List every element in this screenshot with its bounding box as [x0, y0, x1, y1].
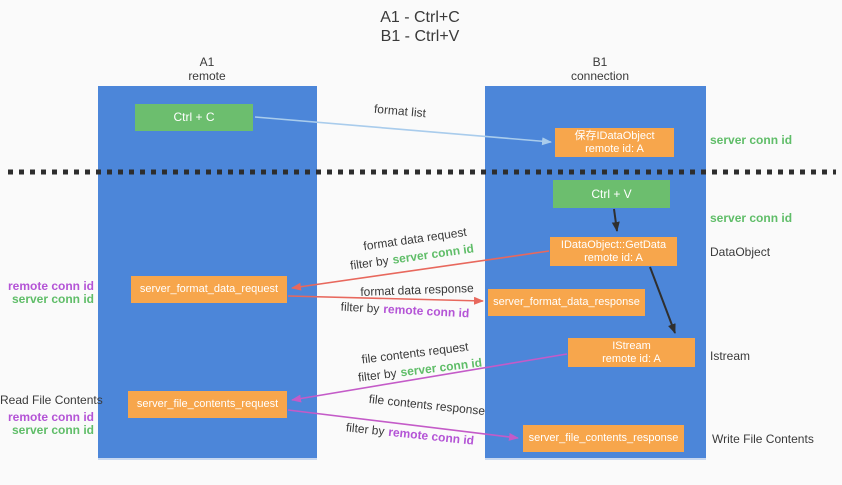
server-file-contents-request-box: server_file_contents_request — [128, 391, 287, 418]
dataobject-annotation: DataObject — [710, 245, 771, 259]
istream-box: IStream remote id: A — [568, 338, 695, 367]
getdata-line2: remote id: A — [584, 251, 643, 264]
server-conn-id-annotation-top: server conn id — [710, 133, 793, 147]
filter-by-text: filter by — [357, 365, 398, 385]
file-contents-response-label: file contents response — [362, 391, 493, 419]
file-contents-response-text: file contents response — [368, 391, 486, 419]
istream-line1: IStream — [612, 339, 651, 352]
server-conn-id-annotation-mid: server conn id — [710, 211, 793, 225]
server-file-contents-request-label: server_file_contents_request — [136, 398, 279, 410]
getdata-line1: IDataObject::GetData — [560, 238, 667, 251]
filter-by-text: filter by — [340, 299, 380, 316]
istream-line2: remote id: A — [602, 352, 661, 365]
save-dataobject-box: 保存IDataObject remote id: A — [555, 128, 674, 157]
server-file-contents-response-label: server_file_contents_response — [528, 432, 679, 444]
remote-conn-id-annotation-2: remote conn id — [7, 410, 94, 424]
server-conn-id-annotation-2: server conn id — [11, 423, 94, 437]
read-file-contents-annotation: Read File Contents — [0, 393, 103, 407]
remote-conn-id-annotation-1: remote conn id — [7, 279, 94, 293]
filter-by-text: filter by — [345, 420, 386, 439]
format-data-response-text: format data response — [360, 281, 474, 299]
ctrl-c-box: Ctrl + C — [135, 104, 253, 131]
format-list-label: format list — [345, 99, 456, 123]
right-column-name: B1 — [592, 55, 608, 69]
write-file-contents-annotation: Write File Contents — [712, 432, 814, 446]
filter-by-text: filter by — [349, 253, 390, 273]
left-column-role: remote — [188, 69, 226, 83]
format-data-response-label: format data response — [352, 281, 482, 300]
right-column-header: B1 connection — [545, 55, 655, 83]
remote-conn-id-text: remote conn id — [387, 424, 475, 448]
save-dataobject-line2: remote id: A — [585, 142, 644, 155]
server-format-data-request-label: server_format_data_request — [139, 283, 279, 295]
server-file-contents-response-box: server_file_contents_response — [523, 425, 684, 452]
diagram-title: A1 - Ctrl+C B1 - Ctrl+V — [320, 8, 520, 46]
server-format-data-response-box: server_format_data_response — [488, 289, 645, 316]
remote-conn-id-text: remote conn id — [382, 301, 470, 321]
ctrl-c-label: Ctrl + C — [173, 110, 215, 124]
getdata-box: IDataObject::GetData remote id: A — [550, 237, 677, 266]
server-format-data-request-box: server_format_data_request — [131, 276, 287, 303]
left-column-name: A1 — [199, 55, 215, 69]
server-conn-id-annotation-1: server conn id — [11, 292, 94, 306]
ctrl-v-label: Ctrl + V — [591, 186, 632, 201]
title-line-1: A1 - Ctrl+C — [380, 9, 460, 26]
save-dataobject-line1: 保存IDataObject — [574, 129, 655, 142]
format-list-text: format list — [373, 101, 427, 121]
left-column-header: A1 remote — [152, 55, 262, 83]
right-column-role: connection — [570, 69, 630, 83]
istream-annotation: Istream — [710, 349, 751, 363]
server-format-data-response-label: server_format_data_response — [493, 296, 640, 308]
title-line-2: B1 - Ctrl+V — [380, 28, 460, 45]
ctrl-v-box: Ctrl + V — [553, 180, 670, 208]
